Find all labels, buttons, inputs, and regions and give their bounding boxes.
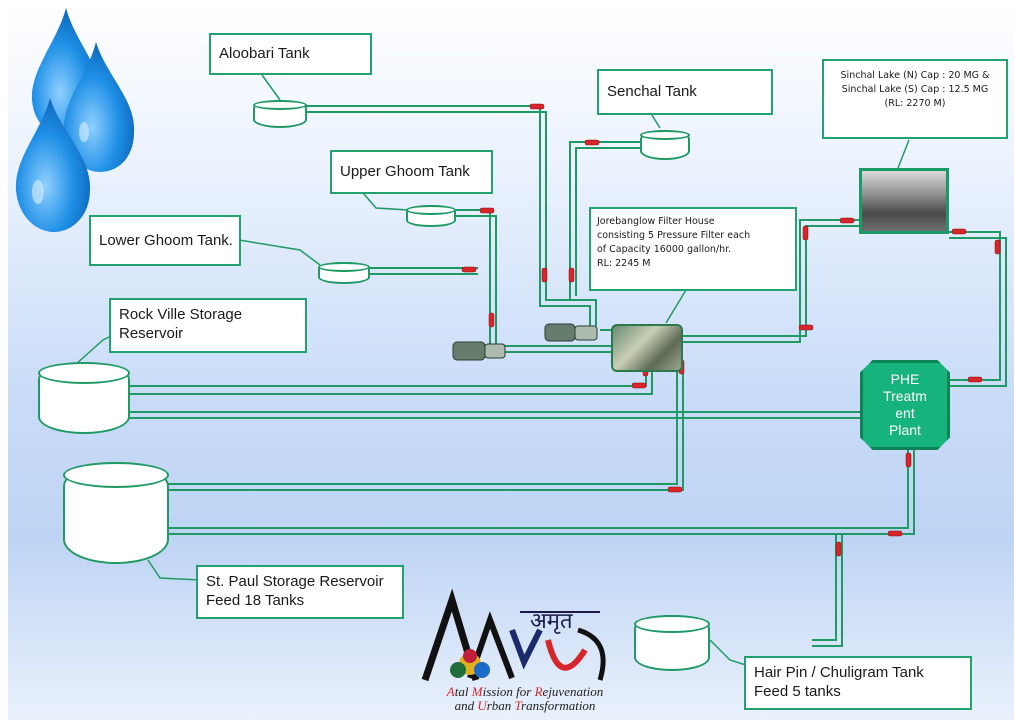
logo-caption-line2: and Urban Transformation: [420, 699, 630, 713]
logo-hindi-text: अमृत: [530, 605, 573, 635]
logo-caption: Atal Mission for Rejuvenation and Urban …: [420, 685, 630, 713]
logo-caption-line1: Atal Mission for Rejuvenation: [420, 685, 630, 699]
